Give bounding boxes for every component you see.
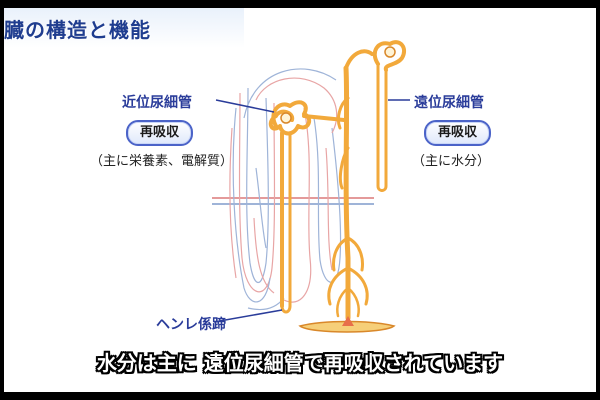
- title-bar: 臓の構造と機能: [4, 8, 244, 48]
- glomerulus-distal: [384, 46, 396, 58]
- duct-branch-3: [327, 266, 350, 306]
- vessel-blue-6: [247, 297, 285, 311]
- label-proximal-tubule: 近位尿細管: [122, 95, 192, 111]
- duct-branch-5: [336, 286, 350, 318]
- renal-papilla: [298, 320, 396, 333]
- vessel-blue-5: [232, 107, 271, 303]
- vessel-red-5: [229, 127, 237, 279]
- vessel-red-2: [283, 107, 312, 303]
- duct-branch-1: [332, 236, 350, 272]
- duct-branch-2: [346, 236, 364, 272]
- slide-title: 臓の構造と機能: [4, 18, 151, 42]
- vessel-blue-2: [313, 117, 342, 283]
- note-distal: （主に水分）: [412, 154, 491, 169]
- duct-branch-4: [346, 266, 369, 306]
- nephron: [268, 40, 407, 321]
- vessel-red-6: [325, 147, 333, 271]
- slide: 臓の構造と機能: [4, 8, 596, 392]
- duct-branch-6: [346, 286, 360, 318]
- vessel-blue-4: [255, 167, 267, 249]
- note-proximal: （主に栄養素、電解質）: [90, 154, 234, 169]
- subtitle-caption: 水分は主に 遠位尿細管で再吸収されています: [96, 351, 504, 375]
- vessel-red-1: [238, 92, 276, 293]
- vessel-red-4: [253, 217, 275, 294]
- leader-proximal: [215, 99, 275, 113]
- distal-tubule: [376, 62, 388, 192]
- glomerulus-proximal: [280, 112, 292, 124]
- reabsorption-badge-left: 再吸収: [126, 120, 194, 146]
- label-distal-tubule: 遠位尿細管: [414, 95, 484, 111]
- nephron-diagram: [212, 40, 410, 333]
- distal-coil: [372, 40, 407, 72]
- label-henle-loop: ヘンレ係蹄: [156, 317, 226, 333]
- collecting-top: [344, 49, 374, 70]
- vessel-red-3: [255, 77, 338, 134]
- collecting-duct: [343, 65, 351, 321]
- collecting-branch-b: [338, 146, 350, 190]
- leader-henle: [213, 309, 283, 323]
- reabsorption-badge-right: 再吸収: [424, 120, 492, 146]
- proximal-coil: [268, 100, 312, 136]
- henle-bottom: [280, 304, 292, 314]
- papilla-tip: [342, 316, 354, 326]
- collecting-branch-a: [336, 96, 350, 130]
- vessel-blue-1: [246, 87, 269, 284]
- vessel-blue-3: [243, 68, 337, 119]
